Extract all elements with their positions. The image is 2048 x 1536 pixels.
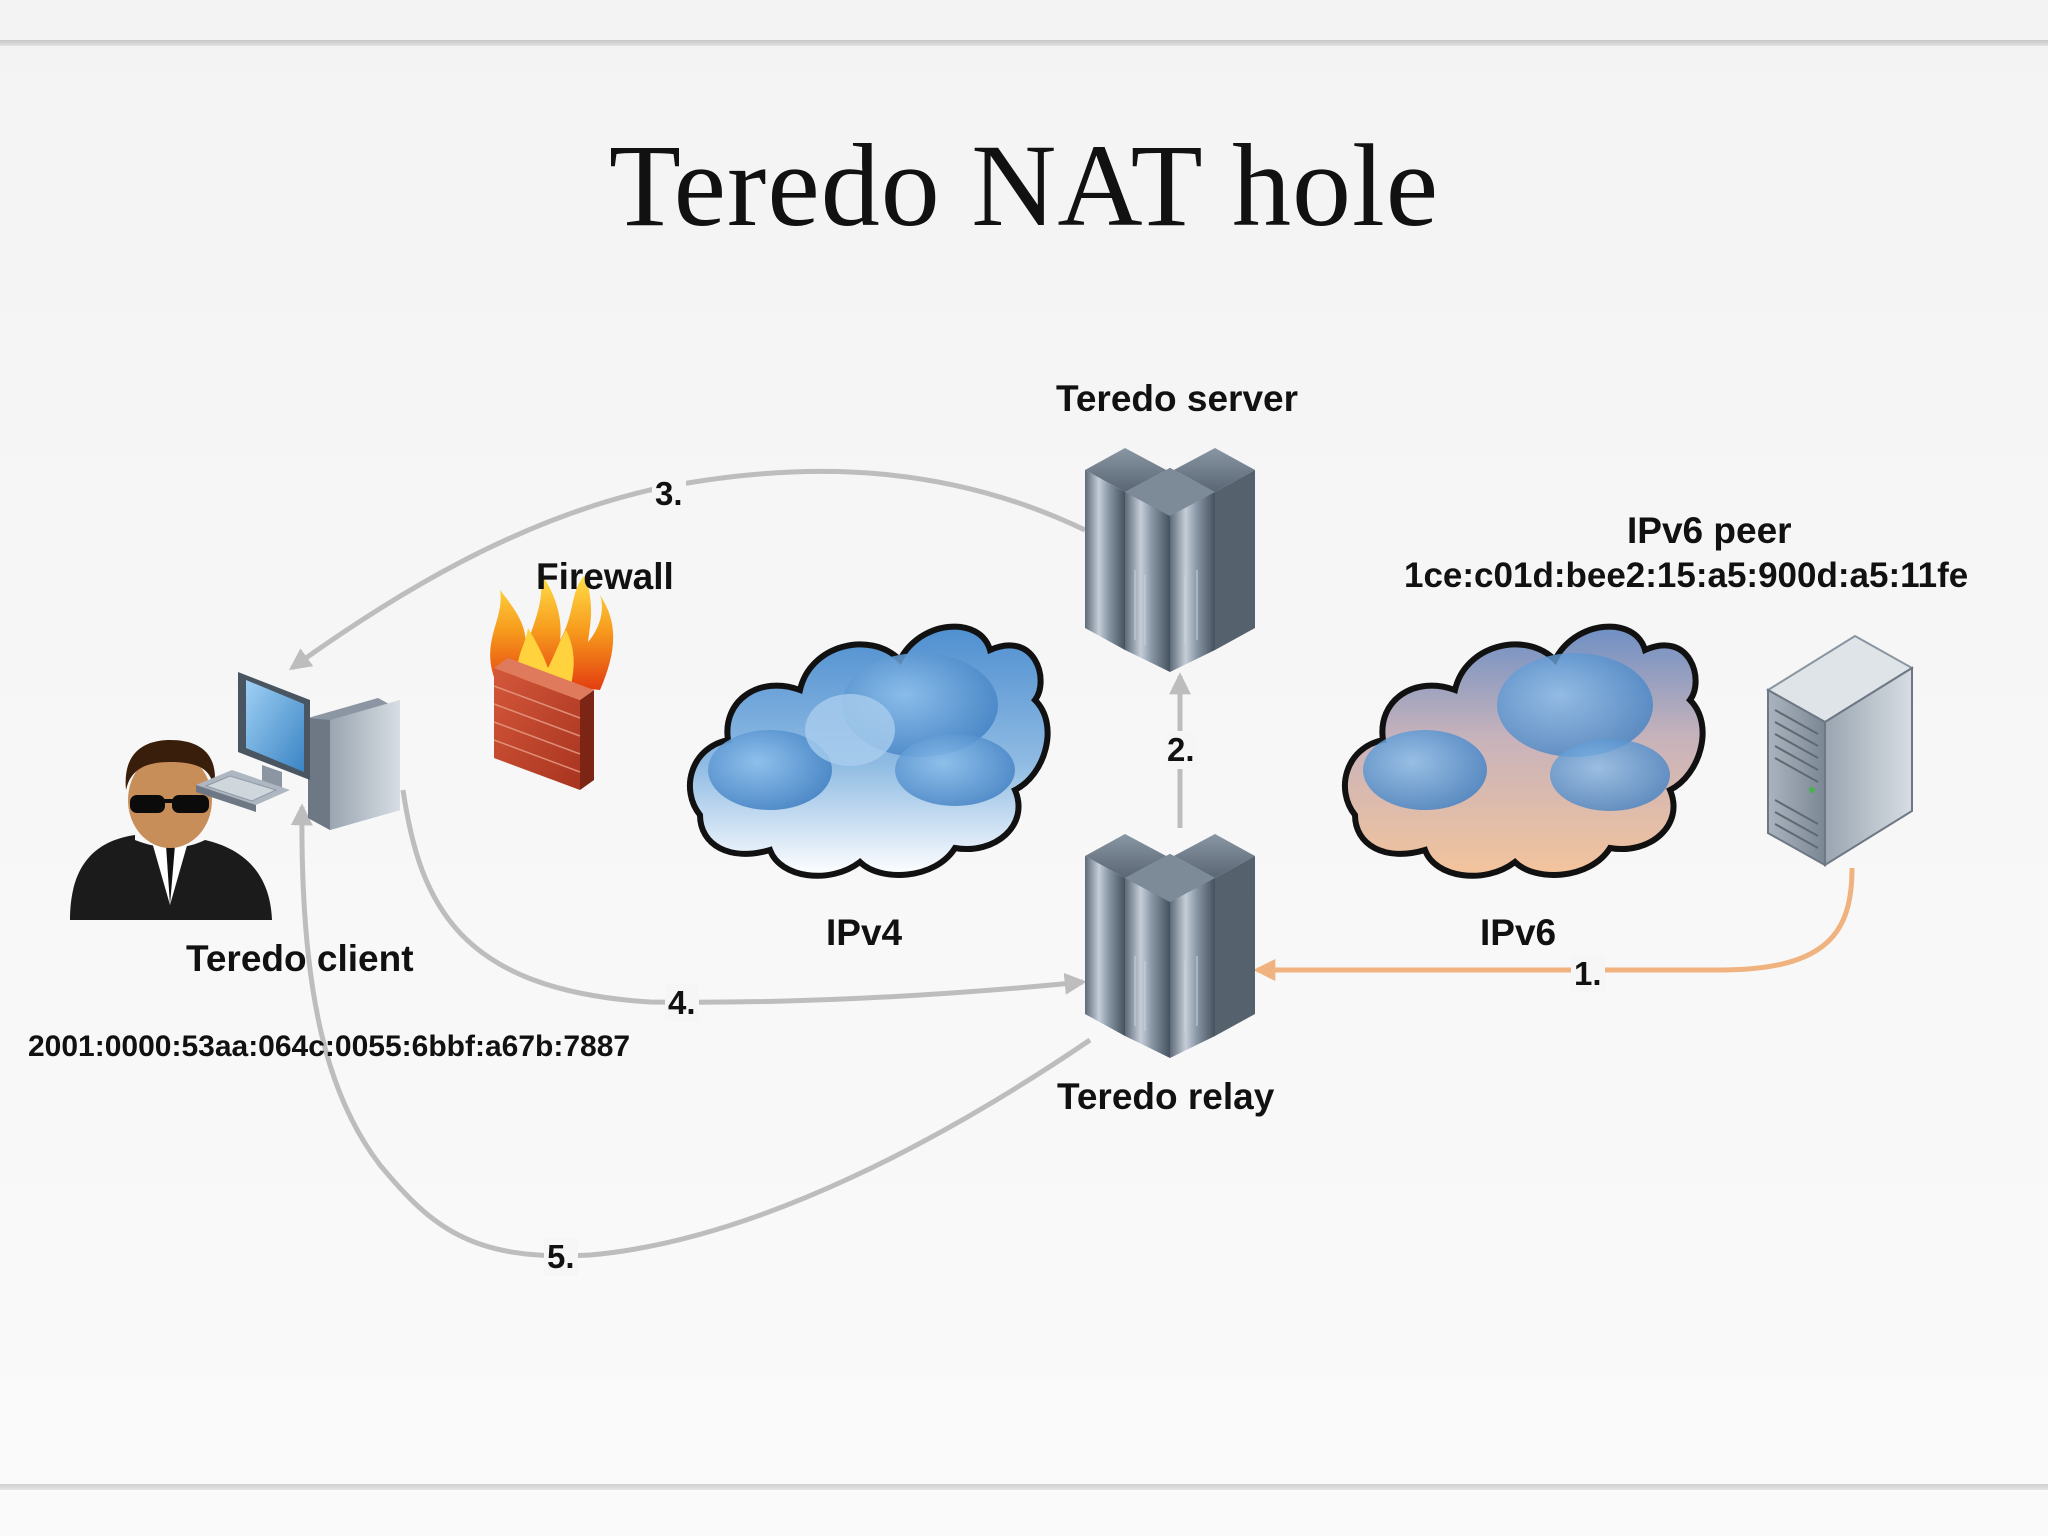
burning-firewall-icon [490,572,614,790]
arrow-step-3 [289,468,1087,671]
step-label-1: 1. [1571,955,1605,993]
bottom-rule [0,1484,2048,1490]
slide-title: Teredo NAT hole [608,120,1440,251]
ipv6-cloud-label: IPv6 [1480,912,1557,953]
teredo-server-icon [1085,448,1255,672]
step-label-2: 2. [1164,731,1198,769]
arrow-step-5 [290,803,1092,1259]
teredo-client-address: 2001:0000:53aa:064c:0055:6bbf:a67b:7887 [28,1030,631,1063]
arrow-step-4 [400,789,1087,1005]
ipv4-cloud-label: IPv4 [826,912,903,953]
step-label-4: 4. [665,984,699,1022]
workstation-icon [196,672,400,830]
ipv6-peer-address: 1ce:c01d:bee2:15:a5:900d:a5:11fe [1404,556,1969,595]
step-label-3: 3. [652,475,686,513]
teredo-relay-icon [1085,834,1255,1058]
step-label-5: 5. [544,1238,578,1276]
teredo-server-label: Teredo server [1056,378,1298,419]
agent-user-icon [70,740,272,920]
ipv6-cloud-icon [1341,623,1706,879]
tower-server-icon [1766,634,1914,867]
top-rule [0,40,2048,46]
firewall-label: Firewall [536,556,674,597]
ipv4-cloud-icon [686,623,1051,879]
ipv6-peer-label: IPv6 peer [1627,510,1792,551]
teredo-relay-label: Teredo relay [1057,1076,1275,1117]
teredo-client-label: Teredo client [186,938,414,979]
arrow-step-1 [1253,867,1855,981]
